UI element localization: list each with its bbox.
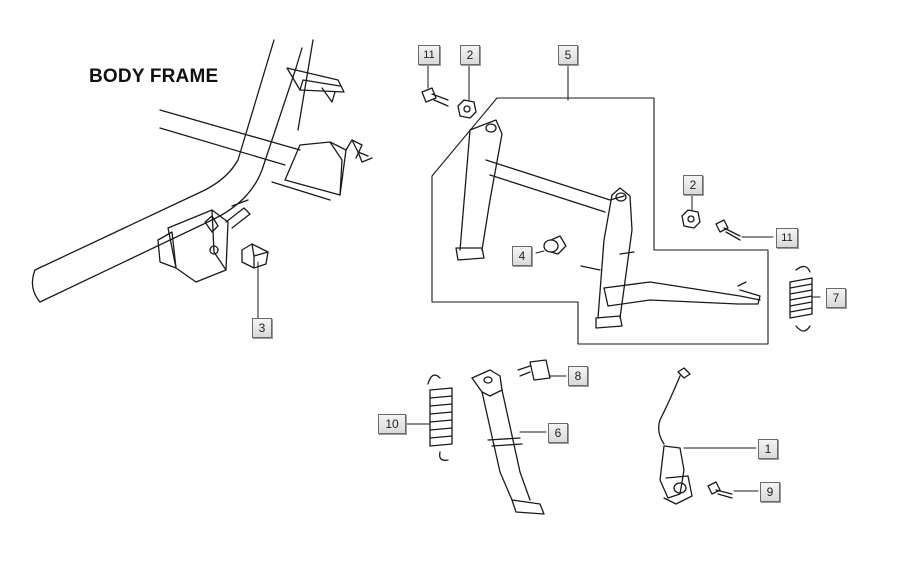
callout-7[interactable]: 7 [826, 288, 846, 308]
main-stand-drawing [455, 119, 761, 329]
callout-4[interactable]: 4 [512, 246, 532, 266]
callout-11-right[interactable]: 11 [776, 228, 798, 248]
callout-2-right[interactable]: 2 [683, 175, 703, 195]
callout-9[interactable]: 9 [760, 482, 780, 502]
page-title: BODY FRAME [89, 66, 219, 87]
callout-10[interactable]: 10 [378, 414, 406, 434]
callout-3[interactable]: 3 [252, 318, 272, 338]
callout-11-top[interactable]: 11 [418, 45, 440, 65]
callout-1[interactable]: 1 [758, 439, 778, 459]
callout-8[interactable]: 8 [568, 366, 588, 386]
callout-6[interactable]: 6 [548, 423, 568, 443]
callout-5[interactable]: 5 [558, 45, 578, 65]
callout-2-top[interactable]: 2 [460, 45, 480, 65]
body-frame-drawing [31, 39, 373, 319]
